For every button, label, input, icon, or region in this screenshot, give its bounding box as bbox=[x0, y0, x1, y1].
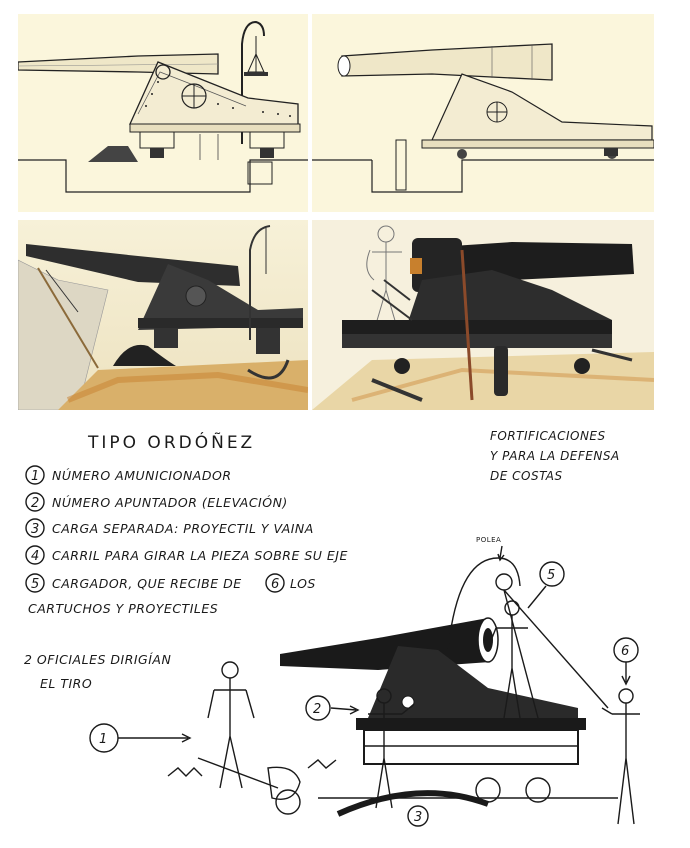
officers-note-line-1: 2 OFICIALES DIRIGÍAN bbox=[24, 652, 171, 667]
legend-text-5: CARGADOR, QUE RECIBE DE bbox=[52, 576, 242, 591]
legend-num-6: 6 bbox=[271, 577, 280, 592]
figure-loader-number bbox=[487, 600, 528, 719]
legend-text-4: CARRIL PARA GIRAR LA PIEZA SOBRE SU EJE bbox=[52, 548, 348, 563]
sketch-title: TIPO ORDÓÑEZ bbox=[87, 431, 255, 453]
officers-note-line-2: EL TIRO bbox=[40, 676, 92, 691]
technical-drawing-left bbox=[18, 14, 308, 212]
legend-text-5b: LOS bbox=[290, 576, 316, 591]
legend-num-3: 3 bbox=[31, 522, 40, 537]
callout-6: 6 bbox=[621, 644, 630, 659]
side-note-line-3: DE COSTAS bbox=[490, 469, 563, 483]
color-illustration-fortification bbox=[18, 220, 308, 410]
legend: 1 NÚMERO AMUNICIONADOR 2 NÚMERO APUNTADO… bbox=[25, 465, 348, 616]
legend-num-1: 1 bbox=[31, 469, 40, 484]
figure-supplier-number bbox=[601, 688, 640, 825]
cannon-technical-alt-icon bbox=[312, 43, 654, 193]
legend-text-2: NÚMERO APUNTADOR (ELEVACIÓN) bbox=[52, 495, 288, 510]
legend-num-4: 4 bbox=[31, 549, 40, 564]
sketch-canvas: TIPO ORDÓÑEZ FORTIFICACIONES Y PARA LA D… bbox=[24, 429, 640, 827]
callout-1: 1 bbox=[99, 732, 108, 747]
callout-5: 5 bbox=[547, 568, 556, 583]
cannon-sketch-icon bbox=[280, 557, 618, 817]
cannon-technical-side-icon bbox=[18, 20, 308, 193]
callout-2: 2 bbox=[313, 702, 322, 717]
color-illustration-carriage bbox=[312, 220, 654, 410]
legend-num-2: 2 bbox=[31, 496, 40, 511]
pulley-label: POLEA bbox=[476, 536, 501, 544]
side-note-line-1: FORTIFICACIONES bbox=[490, 429, 606, 443]
cannon-color-fortification-icon bbox=[18, 220, 308, 410]
figure-ammunition-number bbox=[197, 661, 301, 815]
side-note-line-2: Y PARA LA DEFENSA bbox=[490, 449, 620, 463]
callout-3: 3 bbox=[414, 810, 423, 825]
legend-num-5: 5 bbox=[31, 577, 40, 592]
cannon-color-carriage-icon bbox=[312, 220, 654, 410]
figure-gunner-number bbox=[368, 688, 415, 809]
legend-text-1: NÚMERO AMUNICIONADOR bbox=[52, 468, 232, 483]
legend-text-6: CARTUCHOS Y PROYECTILES bbox=[28, 601, 218, 616]
legend-text-3: CARGA SEPARADA: PROYECTIL Y VAINA bbox=[52, 521, 314, 536]
hand-drawn-legend-sketch: TIPO ORDÓÑEZ FORTIFICACIONES Y PARA LA D… bbox=[18, 418, 658, 828]
technical-drawing-right bbox=[312, 14, 654, 212]
